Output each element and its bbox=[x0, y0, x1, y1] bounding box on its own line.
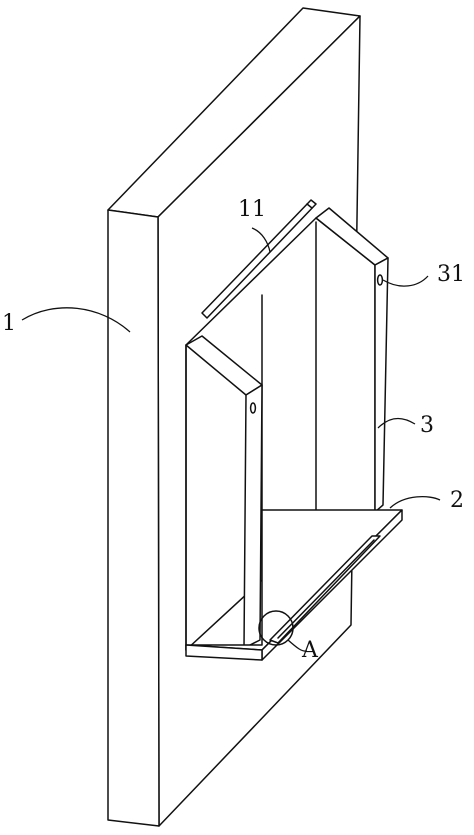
hole-31-icon bbox=[376, 274, 384, 286]
label-31: 31 bbox=[437, 262, 465, 287]
slot-strip-body bbox=[201, 199, 317, 319]
base-tray-front bbox=[185, 644, 263, 661]
label-1: 1 bbox=[2, 311, 16, 336]
wall-panel-side bbox=[107, 209, 160, 827]
detail-a-circle bbox=[258, 610, 294, 646]
housing-right-wall bbox=[374, 257, 389, 513]
housing-left-wall bbox=[243, 384, 263, 649]
hole-left-icon bbox=[249, 402, 257, 414]
leader-11 bbox=[251, 227, 271, 253]
leader-lines bbox=[21, 227, 441, 652]
leader-1 bbox=[21, 307, 131, 333]
base-tray bbox=[185, 509, 403, 661]
leader-2 bbox=[389, 495, 441, 509]
label-a: A bbox=[301, 638, 319, 663]
label-11: 11 bbox=[238, 197, 266, 222]
reference-numerals: 1 11 31 3 2 A bbox=[2, 197, 465, 663]
leader-a bbox=[287, 639, 308, 652]
tray-groove-inner bbox=[277, 539, 375, 639]
label-2: 2 bbox=[450, 488, 464, 513]
slot-strip-edge bbox=[306, 203, 313, 209]
label-3: 3 bbox=[420, 413, 434, 438]
leader-31 bbox=[382, 275, 429, 287]
leader-3 bbox=[377, 417, 416, 429]
housing-box bbox=[185, 207, 389, 651]
slot-strip bbox=[201, 199, 317, 319]
